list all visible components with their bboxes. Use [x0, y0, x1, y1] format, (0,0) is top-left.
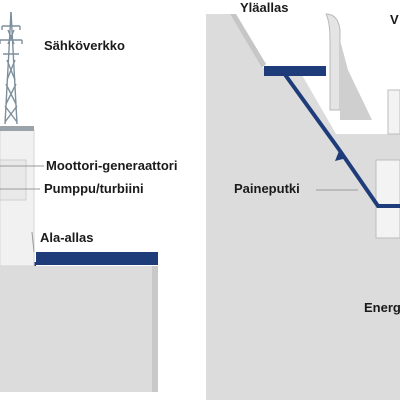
mountain — [206, 14, 400, 400]
mountain-slope-shade — [230, 14, 266, 68]
dam-cliff — [340, 40, 372, 120]
electricity-pylon-icon — [0, 11, 23, 125]
right-panel — [206, 13, 400, 400]
lower-ground — [0, 266, 158, 392]
grid-label: Sähköverkko — [44, 38, 125, 53]
right-powerhouse — [375, 159, 400, 239]
penstock-pipe — [283, 73, 400, 208]
upper-right-cut-label: V — [390, 12, 399, 27]
lower-reservoir-leader — [31, 231, 35, 253]
energy-cut-label: Energ — [364, 300, 400, 315]
lower-reservoir-label: Ala-allas — [40, 230, 94, 245]
lower-reservoir-water — [36, 252, 158, 265]
upper-reservoir-label: Yläallas — [240, 0, 289, 15]
dam — [325, 13, 341, 111]
machine-block — [0, 159, 27, 201]
right-powerhouse-top — [387, 89, 400, 135]
motor-generator-label: Moottori-generaattori — [46, 158, 178, 173]
left-panel — [0, 11, 158, 392]
penstock-label: Paineputki — [234, 181, 300, 196]
upper-reservoir-water — [264, 66, 326, 76]
pump-turbine-label: Pumppu/turbiini — [44, 181, 144, 196]
powerhouse-roof — [0, 126, 34, 131]
lower-ground-edge-shadow — [152, 266, 158, 392]
flow-arrow-icon — [335, 151, 347, 161]
